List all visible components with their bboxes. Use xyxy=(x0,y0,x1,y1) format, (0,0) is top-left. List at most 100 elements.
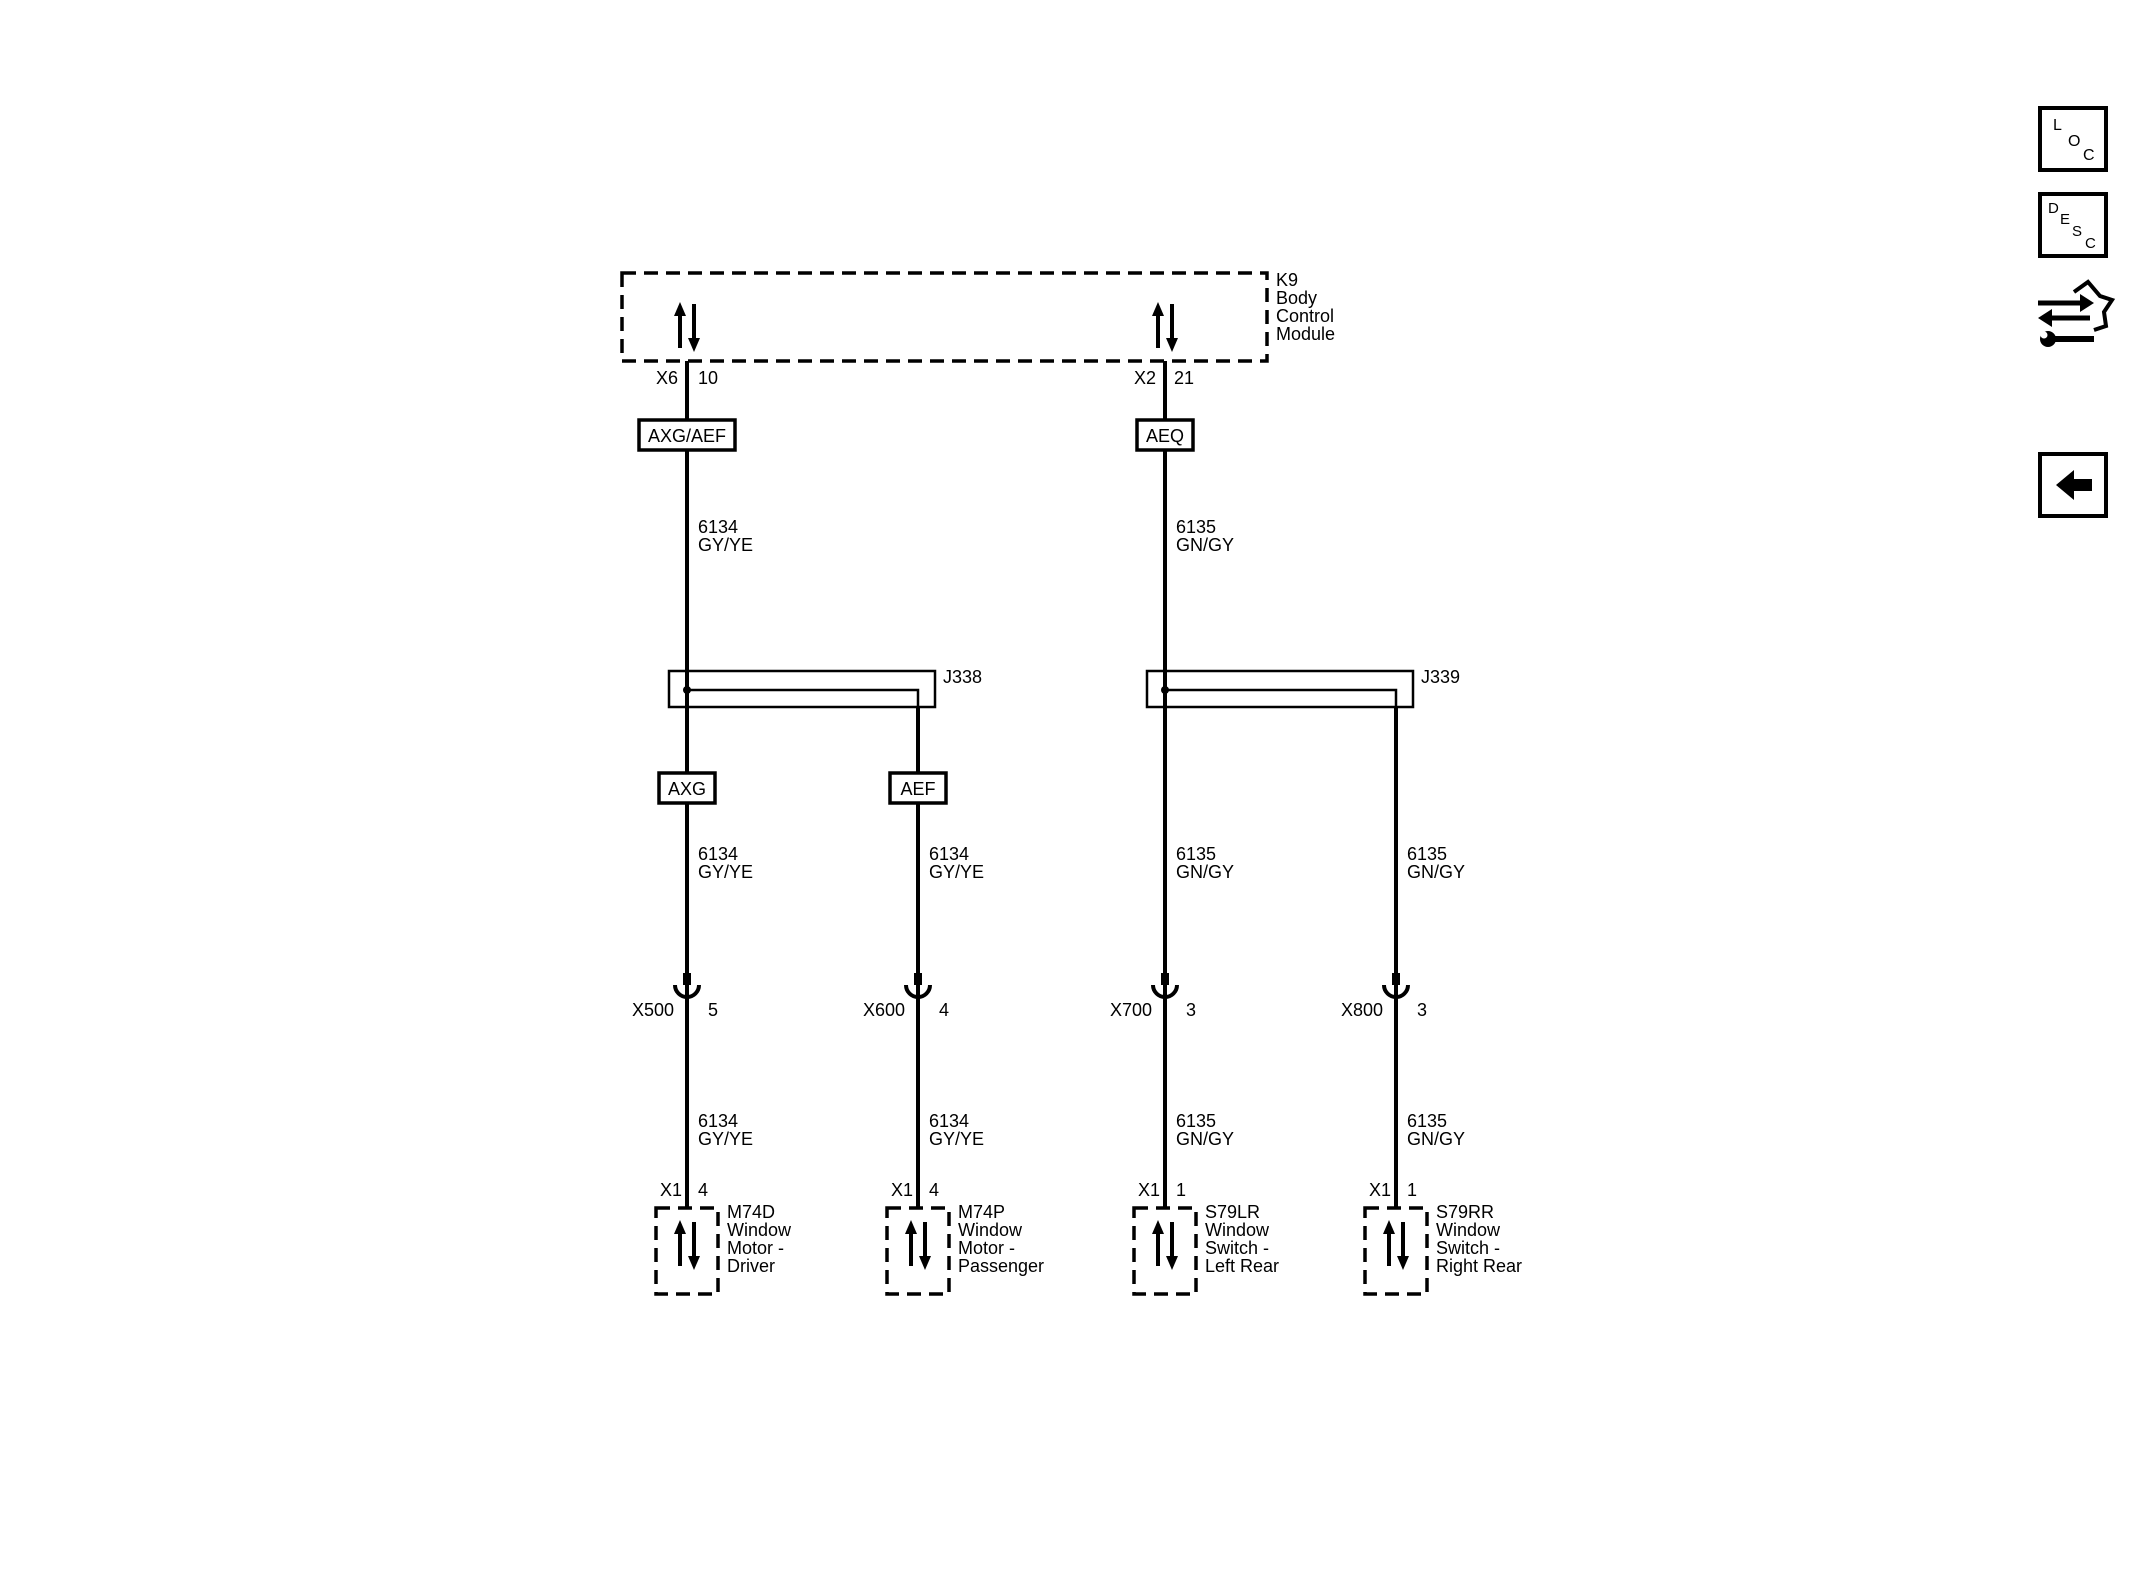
module-name-line-2: Control xyxy=(1276,306,1334,326)
option-box-b1: AXG xyxy=(657,771,717,805)
inline-connector-icon xyxy=(1382,973,1410,999)
component-s79rr-line-3: Switch - xyxy=(1436,1238,1500,1258)
component-m74p-line-3: Motor - xyxy=(958,1238,1015,1258)
branch-2-comp-pin: 4 xyxy=(929,1180,939,1200)
branch-3-comp-pin: 1 xyxy=(1176,1180,1186,1200)
branch-3-upper-circuit: 6135 xyxy=(1176,844,1216,864)
component-s79rr[interactable]: S79RR Window Switch - Right Rear xyxy=(1363,1202,1522,1296)
option-box-left: AXG/AEF xyxy=(637,418,737,452)
branch-2-lower-circuit: 6134 xyxy=(929,1111,969,1131)
branch-3-inline-pin: 3 xyxy=(1186,1000,1196,1020)
module-right-connector: X2 xyxy=(1134,368,1156,388)
branch-2: 6134 GY/YE X600 4 6134 GY/YE X1 4 xyxy=(863,844,984,1200)
bidirectional-arrow-icon xyxy=(674,302,700,352)
bidirectional-arrow-icon xyxy=(905,1220,931,1270)
branch-2-inline-pin: 4 xyxy=(939,1000,949,1020)
branch-4: 6135 GN/GY X800 3 6135 GN/GY X1 1 xyxy=(1341,844,1465,1200)
module-right-pin: 21 xyxy=(1174,368,1194,388)
wire-label-left-color: GY/YE xyxy=(698,535,753,555)
branch-2-inline-connector: X600 xyxy=(863,1000,905,1020)
branch-4-inline-pin: 3 xyxy=(1417,1000,1427,1020)
option-label-b1: AXG xyxy=(668,779,706,799)
branch-4-lower-color: GN/GY xyxy=(1407,1129,1465,1149)
arrow-left-icon xyxy=(2056,470,2092,500)
branch-1-inline-connector: X500 xyxy=(632,1000,674,1020)
module-left-connector: X6 xyxy=(656,368,678,388)
branch-4-comp-pin: 1 xyxy=(1407,1180,1417,1200)
loc-letter-c: C xyxy=(2083,147,2095,164)
loc-letter-o: O xyxy=(2068,133,2080,150)
branch-1-lower-circuit: 6134 xyxy=(698,1111,738,1131)
branch-3-inline-connector: X700 xyxy=(1110,1000,1152,1020)
component-m74d-line-4: Driver xyxy=(727,1256,775,1276)
component-s79lr-line-4: Left Rear xyxy=(1205,1256,1279,1276)
module-outline xyxy=(620,271,1269,363)
splice-label-right: J339 xyxy=(1421,667,1460,687)
bidirectional-arrow-icon xyxy=(1152,1220,1178,1270)
component-s79lr-line-1: S79LR xyxy=(1205,1202,1260,1222)
branch-4-inline-connector: X800 xyxy=(1341,1000,1383,1020)
branch-1-inline-pin: 5 xyxy=(708,1000,718,1020)
branch-4-comp-connector: X1 xyxy=(1369,1180,1391,1200)
branch-2-lower-color: GY/YE xyxy=(929,1129,984,1149)
branch-3-comp-connector: X1 xyxy=(1138,1180,1160,1200)
branch-4-upper-color: GN/GY xyxy=(1407,862,1465,882)
branch-2-upper-color: GY/YE xyxy=(929,862,984,882)
branch-1-comp-pin: 4 xyxy=(698,1180,708,1200)
component-m74d-line-2: Window xyxy=(727,1220,792,1240)
option-label-b2: AEF xyxy=(900,779,935,799)
module-name-line-1: Body xyxy=(1276,288,1317,308)
component-m74p-line-1: M74P xyxy=(958,1202,1005,1222)
connector-wrench-icon xyxy=(2038,279,2116,347)
module-left-pin: 10 xyxy=(698,368,718,388)
branch-2-comp-connector: X1 xyxy=(891,1180,913,1200)
component-m74p-line-2: Window xyxy=(958,1220,1023,1240)
component-s79lr-line-2: Window xyxy=(1205,1220,1270,1240)
inline-connector-icon xyxy=(904,973,932,999)
component-m74p[interactable]: M74P Window Motor - Passenger xyxy=(885,1202,1044,1296)
component-s79lr-line-3: Switch - xyxy=(1205,1238,1269,1258)
location-button[interactable]: L O C xyxy=(2038,106,2108,172)
desc-letter-c: C xyxy=(2085,235,2096,252)
component-m74d[interactable]: M74D Window Motor - Driver xyxy=(654,1202,792,1296)
branch-1-upper-circuit: 6134 xyxy=(698,844,738,864)
body-control-module[interactable]: K9 Body Control Module xyxy=(620,270,1335,363)
branch-1-lower-color: GY/YE xyxy=(698,1129,753,1149)
desc-letter-s: S xyxy=(2072,223,2082,240)
bidirectional-arrow-icon xyxy=(1383,1220,1409,1270)
component-m74p-line-4: Passenger xyxy=(958,1256,1044,1276)
inline-connector-icon xyxy=(1151,973,1179,999)
branch-4-lower-circuit: 6135 xyxy=(1407,1111,1447,1131)
back-button[interactable] xyxy=(2038,452,2108,518)
option-label-left: AXG/AEF xyxy=(648,426,726,446)
connector-tool-button[interactable] xyxy=(2038,279,2116,347)
description-button[interactable]: D E S C xyxy=(2038,192,2108,258)
component-s79rr-line-2: Window xyxy=(1436,1220,1501,1240)
option-box-b2: AEF xyxy=(888,771,948,805)
component-s79rr-line-4: Right Rear xyxy=(1436,1256,1522,1276)
branch-3-lower-circuit: 6135 xyxy=(1176,1111,1216,1131)
option-label-right: AEQ xyxy=(1146,426,1184,446)
bidirectional-arrow-icon xyxy=(674,1220,700,1270)
branch-4-upper-circuit: 6135 xyxy=(1407,844,1447,864)
branch-3-lower-color: GN/GY xyxy=(1176,1129,1234,1149)
component-m74d-line-1: M74D xyxy=(727,1202,775,1222)
branch-3: 6135 GN/GY X700 3 6135 GN/GY X1 1 xyxy=(1110,844,1234,1200)
branch-1: 6134 GY/YE X500 5 6134 GY/YE X1 4 xyxy=(632,844,753,1200)
module-id: K9 xyxy=(1276,270,1298,290)
branch-1-upper-color: GY/YE xyxy=(698,862,753,882)
component-s79rr-line-1: S79RR xyxy=(1436,1202,1494,1222)
desc-letter-d: D xyxy=(2048,200,2059,217)
module-name-line-3: Module xyxy=(1276,324,1335,344)
loc-letter-l: L xyxy=(2053,117,2062,134)
branch-2-upper-circuit: 6134 xyxy=(929,844,969,864)
inline-connector-icon xyxy=(673,973,701,999)
wire-label-right-color: GN/GY xyxy=(1176,535,1234,555)
splice-label-left: J338 xyxy=(943,667,982,687)
bidirectional-arrow-icon xyxy=(1152,302,1178,352)
branch-3-upper-color: GN/GY xyxy=(1176,862,1234,882)
branch-1-comp-connector: X1 xyxy=(660,1180,682,1200)
desc-letter-e: E xyxy=(2060,211,2070,228)
component-s79lr[interactable]: S79LR Window Switch - Left Rear xyxy=(1132,1202,1279,1296)
